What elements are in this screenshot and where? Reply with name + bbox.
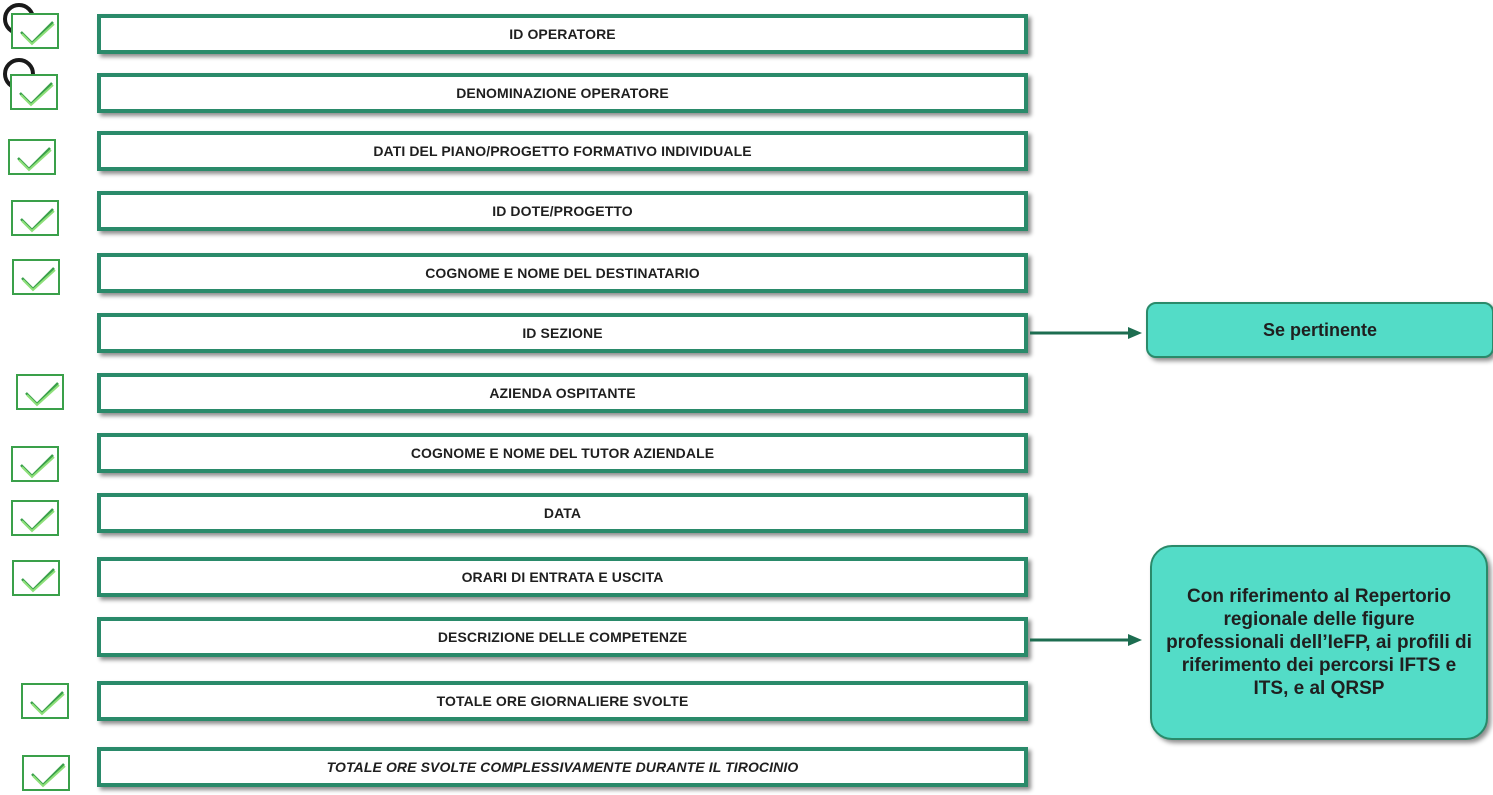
note-riferimento-repertorio: Con riferimento al Repertorio regionale …	[1150, 545, 1488, 740]
row-denominazione-operatore: DENOMINAZIONE OPERATORE	[97, 73, 1028, 113]
row-orari: ORARI DI ENTRATA E USCITA	[97, 557, 1028, 597]
row-label: DATI DEL PIANO/PROGETTO FORMATIVO INDIVI…	[373, 143, 752, 159]
row-label: DESCRIZIONE DELLE COMPETENZE	[437, 629, 688, 645]
check-icon	[22, 755, 70, 791]
row-label: TOTALE ORE GIORNALIERE SVOLTE	[436, 693, 689, 709]
row-label: DATA	[543, 505, 582, 521]
row-id-dote: ID DOTE/PROGETTO	[97, 191, 1028, 231]
row-totale-ore-complessive: TOTALE ORE SVOLTE COMPLESSIVAMENTE DURAN…	[97, 747, 1028, 787]
note-text: Con riferimento al Repertorio regionale …	[1166, 586, 1472, 699]
row-label: ID OPERATORE	[509, 26, 616, 42]
note-text: Se pertinente	[1262, 319, 1378, 340]
row-label: COGNOME E NOME DEL DESTINATARIO	[425, 265, 700, 281]
row-totale-ore-giornaliere: TOTALE ORE GIORNALIERE SVOLTE	[97, 681, 1028, 721]
check-icon	[11, 13, 59, 49]
check-icon	[11, 500, 59, 536]
arrow-to-note-competenze	[1030, 634, 1142, 646]
check-icon	[11, 200, 59, 236]
check-icon	[12, 560, 60, 596]
row-label: DENOMINAZIONE OPERATORE	[456, 85, 669, 101]
row-data: DATA	[97, 493, 1028, 533]
row-tutor-aziendale: COGNOME E NOME DEL TUTOR AZIENDALE	[97, 433, 1028, 473]
row-label: ID DOTE/PROGETTO	[492, 203, 633, 219]
row-descrizione-competenze: DESCRIZIONE DELLE COMPETENZE	[97, 617, 1028, 657]
row-cognome-destinatario: COGNOME E NOME DEL DESTINATARIO	[97, 253, 1028, 293]
row-label: COGNOME E NOME DEL TUTOR AZIENDALE	[410, 445, 715, 461]
check-icon	[11, 446, 59, 482]
row-id-operatore: ID OPERATORE	[97, 14, 1028, 54]
row-label: ORARI DI ENTRATA E USCITA	[461, 569, 664, 585]
row-label: AZIENDA OSPITANTE	[489, 385, 636, 401]
row-label: ID SEZIONE	[522, 325, 603, 341]
check-icon	[21, 683, 69, 719]
check-icon	[8, 139, 56, 175]
check-icon	[16, 374, 64, 410]
row-id-sezione: ID SEZIONE	[97, 313, 1028, 353]
check-icon	[10, 74, 58, 110]
row-dati-piano: DATI DEL PIANO/PROGETTO FORMATIVO INDIVI…	[97, 131, 1028, 171]
row-azienda-ospitante: AZIENDA OSPITANTE	[97, 373, 1028, 413]
row-label: TOTALE ORE SVOLTE COMPLESSIVAMENTE DURAN…	[326, 759, 799, 775]
arrow-to-note-id-sezione	[1030, 327, 1142, 339]
note-se-pertinente: Se pertinente	[1146, 302, 1493, 358]
check-icon	[12, 259, 60, 295]
